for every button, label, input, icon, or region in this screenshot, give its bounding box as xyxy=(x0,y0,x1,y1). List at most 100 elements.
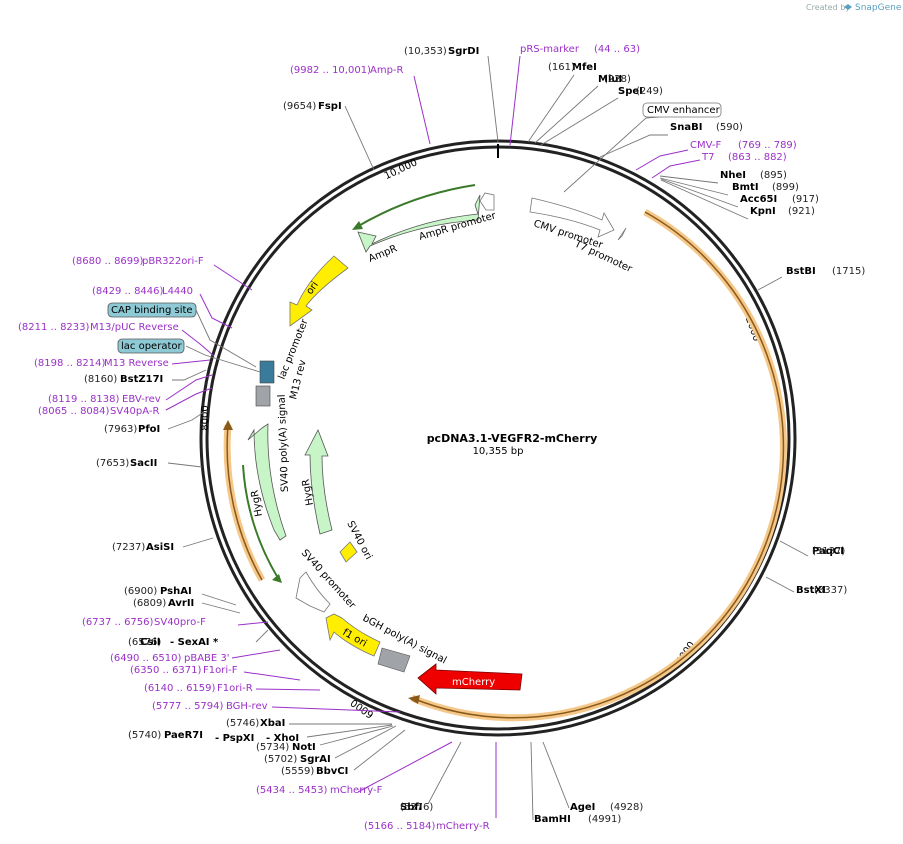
site-pos-bstbi: (1715) xyxy=(832,266,865,277)
lac-operator-box xyxy=(259,360,275,384)
site-name-bamhi: BamHI xyxy=(534,814,571,825)
primer-range-t7: (863 .. 882) xyxy=(728,152,787,163)
site-pos-kpni: (921) xyxy=(788,206,815,217)
site-pos-mlui: (228) xyxy=(604,74,631,85)
site-name-noti: NotI xyxy=(292,742,316,753)
primer-range-cmv-f: (769 .. 789) xyxy=(738,140,797,151)
primer-name-t7: T7 xyxy=(701,152,714,163)
primer-name-mcherry-f: mCherry-F xyxy=(330,785,383,796)
ampr-promoter-arrow xyxy=(479,192,495,211)
site-pos-csii: (6576) xyxy=(128,637,161,648)
primer-name-l4440: L4440 xyxy=(162,286,193,297)
site-name-csii: CsiI xyxy=(140,637,160,648)
site-name-bmti: BmtI xyxy=(732,182,759,193)
primer-range-mcherry-r: (5166 .. 5184) xyxy=(364,821,436,832)
primer-name-bgh-rev: BGH-rev xyxy=(226,701,268,712)
snapgene-logo-icon xyxy=(844,4,852,10)
site-pos-xbai: (5746) xyxy=(226,718,259,729)
site-pos-acc65i: (917) xyxy=(792,194,819,205)
site-name-bstz17i: BstZ17I xyxy=(120,374,163,385)
site-pos-sgrai: (5702) xyxy=(264,754,297,765)
primer-name-sv40pro-f: SV40pro-F xyxy=(154,617,206,628)
primer-range-m13-puc-reverse: (8211 .. 8233) xyxy=(18,322,90,333)
site-pos-agei: (4928) xyxy=(610,802,643,813)
primer-range-ebv-rev: (8119 .. 8138) xyxy=(48,394,120,405)
sv40-ori-box xyxy=(339,541,358,563)
ampr-feature-arrow xyxy=(357,194,481,253)
primer-name-mcherry-r: mCherry-R xyxy=(436,821,490,832)
hygr-outer-arrow xyxy=(247,423,287,541)
t7-promoter-arrow xyxy=(617,227,627,241)
bgh-polya-box xyxy=(377,647,411,673)
plasmid-length: 10,355 bp xyxy=(473,446,524,457)
site-name-sacii: SacII xyxy=(130,458,157,469)
watermark-brand: SnapGene xyxy=(855,3,902,13)
site-name-pfoi: PfoI xyxy=(138,424,160,435)
xhoi-label: - XhoI xyxy=(266,733,299,744)
site-pos-fspi: (9654) xyxy=(283,101,316,112)
cmv-enhancer-callout: CMV enhancer xyxy=(642,102,722,118)
site-name-avrii: AvrII xyxy=(168,598,194,609)
vegfr2-orf-arrowhead xyxy=(408,695,420,704)
ori-feature-arrow xyxy=(289,255,349,327)
site-name-paqci: PaqCI xyxy=(812,546,844,557)
site-pos-asisi: (7237) xyxy=(112,542,145,553)
primer-range-bgh-rev: (5777 .. 5794) xyxy=(152,701,224,712)
primer-name-ebv-rev: EBV-rev xyxy=(122,394,161,405)
site-name-sgrai: SgrAI xyxy=(300,754,331,765)
primer-name-m13-reverse: M13 Reverse xyxy=(104,358,169,369)
site-pos-sacii: (7653) xyxy=(96,458,129,469)
hygr-orf-arrowhead xyxy=(223,420,233,430)
lac-operator-callout: lac operator xyxy=(117,338,185,354)
site-name-spei: SpeI xyxy=(618,86,643,97)
site-name-fspi: FspI xyxy=(318,101,342,112)
plasmid-name: pcDNA3.1-VEGFR2-mCherry xyxy=(427,432,598,445)
hygr-outer-label: HygR xyxy=(249,489,264,517)
primer-name-f1ori-f: F1ori-F xyxy=(203,665,238,676)
site-name-asisi: AsiSI xyxy=(146,542,174,553)
pspxi-label: - PspXI xyxy=(215,733,254,744)
primer-range-pbabe-3-: (6490 .. 6510) xyxy=(110,653,182,664)
primer-leader-lines xyxy=(165,55,701,818)
sv40-promoter-arrow xyxy=(295,571,331,613)
watermark-created-by: Created by xyxy=(806,3,850,12)
site-pos-pfoi: (7963) xyxy=(104,424,137,435)
site-pos-spei: (249) xyxy=(636,86,663,97)
site-pos-bstz17i: (8160) xyxy=(84,374,117,385)
cmv-promoter-arrow xyxy=(529,197,615,238)
primer-range-amp-r: (9982 .. 10,001) xyxy=(290,65,371,76)
site-name-agei: AgeI xyxy=(570,802,595,813)
hygr-inner-arrow xyxy=(304,429,333,535)
primer-name-prs-marker: pRS-marker xyxy=(520,44,580,55)
hygr-orf-inner-arrowhead xyxy=(272,574,282,583)
hygr-orf-inner-line xyxy=(242,464,279,579)
site-name-acc65i: Acc65I xyxy=(740,194,777,205)
ampr-label: AmpR xyxy=(367,243,399,264)
site-pos-sbfi: (5376) xyxy=(400,802,433,813)
vegfr2-orf-highlight xyxy=(410,208,787,722)
primer-range-m13-reverse: (8198 .. 8214) xyxy=(34,358,106,369)
primer-range-sv40pro-f: (6737 .. 6756) xyxy=(82,617,154,628)
cap-binding-site-callout: CAP binding site xyxy=(107,302,197,318)
vegfr2-orf-line xyxy=(411,211,785,719)
sv40-polya-label: SV40 poly(A) signal xyxy=(277,394,291,492)
f1-ori-arrow xyxy=(325,613,381,657)
hygr-inner-label: HygR xyxy=(300,478,315,506)
site-pos-pshai: (6900) xyxy=(124,586,157,597)
primer-name-amp-r: Amp-R xyxy=(370,65,404,76)
primer-name-m13-puc-reverse: M13/pUC Reverse xyxy=(90,322,179,333)
site-pos-avrii: (6809) xyxy=(133,598,166,609)
site-pos-paer7i: (5740) xyxy=(128,730,161,741)
site-pos-mfei: (161) xyxy=(548,62,575,73)
primer-labels: (44 .. 63)pRS-marker(9982 .. 10,001)Amp-… xyxy=(18,44,797,832)
sexai-label: - SexAI * xyxy=(170,637,219,648)
site-name-snabi: SnaBI xyxy=(670,122,702,133)
tick-label-8000: 8000 xyxy=(200,405,211,430)
primer-range-pbr322ori-f: (8680 .. 8699) xyxy=(72,256,144,267)
primer-range-f1ori-f: (6350 .. 6371) xyxy=(130,665,202,676)
site-pos-nhei: (895) xyxy=(760,170,787,181)
site-pos-bmti: (899) xyxy=(772,182,799,193)
site-name-sbfi: SbfI xyxy=(400,802,422,813)
site-name-bbvci: BbvCI xyxy=(316,766,348,777)
